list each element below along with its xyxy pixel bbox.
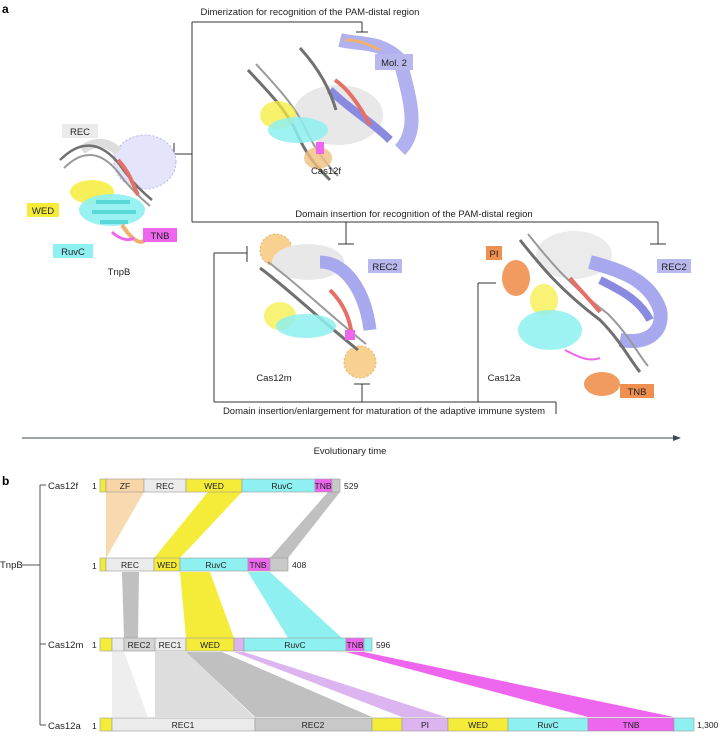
evolutionary-time-label: Evolutionary time [314, 446, 387, 457]
row-cas12m-end: 596 [376, 640, 390, 650]
row-tnpb-start: 1 [92, 561, 97, 571]
cas12f-zf: ZF [120, 481, 130, 491]
row-cas12m-start: 1 [92, 640, 97, 650]
tnpb-domain-bar: 1 REC WED RuvC TNB 408 [92, 557, 306, 572]
cas12a-ruvc: RuvC [537, 720, 558, 730]
row-cas12f-end: 529 [344, 481, 358, 491]
row-tnpb-end: 408 [292, 560, 306, 570]
cas12a-rec2-label: REC2 [661, 262, 686, 273]
cas12a-tnb-label: TNB [628, 387, 647, 398]
cas12a-wed: WED [468, 720, 488, 730]
dimerization-caption: Dimerization for recognition of the PAM-… [201, 7, 420, 18]
tnpb-ruvc-label: RuvC [61, 247, 85, 258]
tnpb-tnb: TNB [250, 560, 267, 570]
tnpb-name: TnpB [108, 267, 131, 278]
tnpb-wed: WED [157, 560, 177, 570]
cas12m-rec1: REC1 [159, 640, 182, 650]
domain-enlargement-caption: Domain insertion/enlargement for maturat… [223, 406, 545, 417]
cas12a-pi-label: PI [490, 249, 499, 260]
cas12m-rec2-label: REC2 [372, 262, 397, 273]
cas12f-structure: Mol. 2 Cas12f [246, 33, 419, 182]
cas12m-wed: WED [200, 640, 220, 650]
cas12f-rec: REC [156, 481, 174, 491]
row-cas12f-start: 1 [92, 481, 97, 491]
cas12f-ruvc: RuvC [271, 481, 292, 491]
cas12a-name: Cas12a [488, 373, 521, 384]
cas12f-mol2-label: Mol. 2 [381, 58, 407, 69]
panel-b-tree [22, 484, 46, 726]
cas12a-rec2: REC2 [302, 720, 325, 730]
cas12a-tnb: TNB [623, 720, 640, 730]
root-tnpb-label: TnpB [0, 560, 23, 571]
cas12f-name: Cas12f [311, 166, 341, 177]
tnpb-ruvc: RuvC [205, 560, 226, 570]
tnpb-rec: REC [121, 560, 139, 570]
panel-b-letter: b [2, 474, 9, 488]
domain-insertion-caption: Domain insertion for recognition of the … [295, 209, 532, 220]
row-cas12m-name: Cas12m [48, 640, 83, 651]
cas12m-name: Cas12m [256, 373, 291, 384]
cas12f-wed: WED [204, 481, 224, 491]
homology-connectors [106, 492, 674, 717]
cas12m-tnb: TNB [347, 640, 364, 650]
cas12a-rec1: REC1 [172, 720, 195, 730]
cas12m-ruvc: RuvC [284, 640, 305, 650]
cas12f-tnb: TNB [315, 481, 332, 491]
panel-a-tree [173, 21, 666, 414]
tnpb-tnb-label: TNB [151, 231, 170, 242]
row-cas12f-name: Cas12f [48, 481, 78, 492]
cas12m-structure: REC2 Cas12m [256, 233, 402, 384]
tnpb-structure: REC WED TNB RuvC TnpB [27, 124, 177, 278]
panel-a-letter: a [2, 2, 9, 16]
cas12a-structure: PI REC2 TNB Cas12a [486, 231, 691, 398]
row-cas12a-end: 1,300 [697, 720, 719, 730]
cas12m-domain-bar: Cas12m 1 REC2 REC1 WED RuvC TNB 596 [48, 637, 390, 652]
tnpb-rec-label: REC [70, 127, 90, 138]
cas12f-domain-bar: Cas12f 1 ZF REC WED RuvC TNB 529 [48, 478, 358, 493]
tnpb-wed-label: WED [32, 206, 54, 217]
cas12a-pi: PI [421, 720, 429, 730]
cas12a-domain-bar: Cas12a 1 REC1 REC2 PI WED RuvC TNB 1,300 [48, 717, 719, 732]
row-cas12a-name: Cas12a [48, 721, 81, 732]
row-cas12a-start: 1 [92, 721, 97, 731]
cas12m-rec2: REC2 [128, 640, 151, 650]
